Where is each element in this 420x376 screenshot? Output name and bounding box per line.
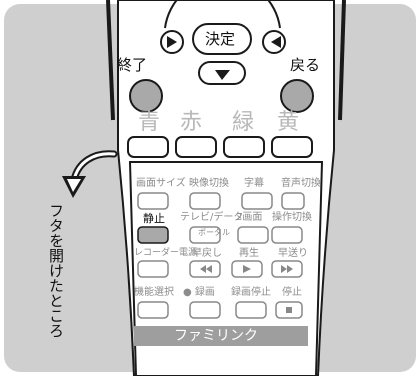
- yellow-key[interactable]: [271, 136, 313, 158]
- row4-buttons: [137, 301, 303, 319]
- teishi-label: 停止: [282, 287, 302, 298]
- shuryo-button[interactable]: [126, 76, 166, 116]
- open-cover-arrow-icon: [62, 150, 118, 198]
- two-screen-label: 2画面: [236, 212, 263, 223]
- green-key[interactable]: [223, 136, 265, 158]
- two-screen-button[interactable]: [237, 226, 269, 244]
- eizo-kirikae-label: 映像切換: [189, 178, 229, 189]
- sosa-kirikae-button[interactable]: [271, 226, 303, 244]
- hayamodoshi-label: 早戻し: [192, 248, 222, 259]
- onsei-kirikae-label: 音声切換: [281, 178, 321, 189]
- midori-label: 緑: [232, 110, 255, 135]
- rokuga-teishi-label: 録画停止: [231, 287, 271, 298]
- tv-data-button[interactable]: [189, 226, 221, 244]
- jimaku-button[interactable]: [241, 192, 273, 210]
- red-key[interactable]: [175, 136, 217, 158]
- aka-label: 赤: [180, 110, 203, 135]
- remote-control: [106, 0, 346, 376]
- row3-buttons: [137, 260, 303, 278]
- eizo-kirikae-button[interactable]: [189, 192, 221, 210]
- seishi-button[interactable]: [137, 226, 169, 244]
- shuryo-label: 終了: [117, 56, 148, 74]
- hayaokuri-label: 早送り: [278, 248, 308, 259]
- recorder-power-button[interactable]: [137, 260, 169, 278]
- rokuga-button[interactable]: [189, 301, 221, 319]
- seishi-label: 静止: [143, 212, 165, 225]
- famirink-bar: [134, 326, 308, 346]
- ki-label: 黄: [277, 110, 300, 135]
- kettei-button[interactable]: 決定: [205, 30, 236, 48]
- row1-buttons: [137, 192, 305, 210]
- dpad[interactable]: [155, 0, 290, 85]
- cover-open-caption: フタを開けたところ: [47, 203, 65, 338]
- tv-data-label: テレビ/データ: [180, 212, 244, 223]
- gamen-size-button[interactable]: [137, 192, 169, 210]
- modoru-label: 戻る: [290, 56, 321, 74]
- famirink-label: ファミリンク: [174, 328, 258, 344]
- kino-sentaku-label: 機能選択: [134, 287, 174, 298]
- rokuga-label: ● 録画: [183, 287, 215, 298]
- color-key-row: [127, 136, 313, 158]
- kino-sentaku-button[interactable]: [137, 301, 169, 319]
- ao-label: 青: [138, 110, 161, 135]
- row2-buttons: [137, 226, 303, 244]
- jimaku-label: 字幕: [244, 178, 264, 189]
- saisei-label: 再生: [239, 248, 259, 259]
- sosa-kirikae-label: 操作切換: [272, 212, 312, 223]
- rokuga-teishi-button[interactable]: [235, 301, 267, 319]
- modoru-button[interactable]: [277, 76, 317, 116]
- onsei-kirikae-button[interactable]: [281, 192, 305, 210]
- recorder-power-label: レコーダー電源: [134, 248, 198, 258]
- blue-key[interactable]: [127, 136, 169, 158]
- gamen-size-label: 画面サイズ: [136, 178, 186, 189]
- portal-label: ポータル: [198, 228, 230, 237]
